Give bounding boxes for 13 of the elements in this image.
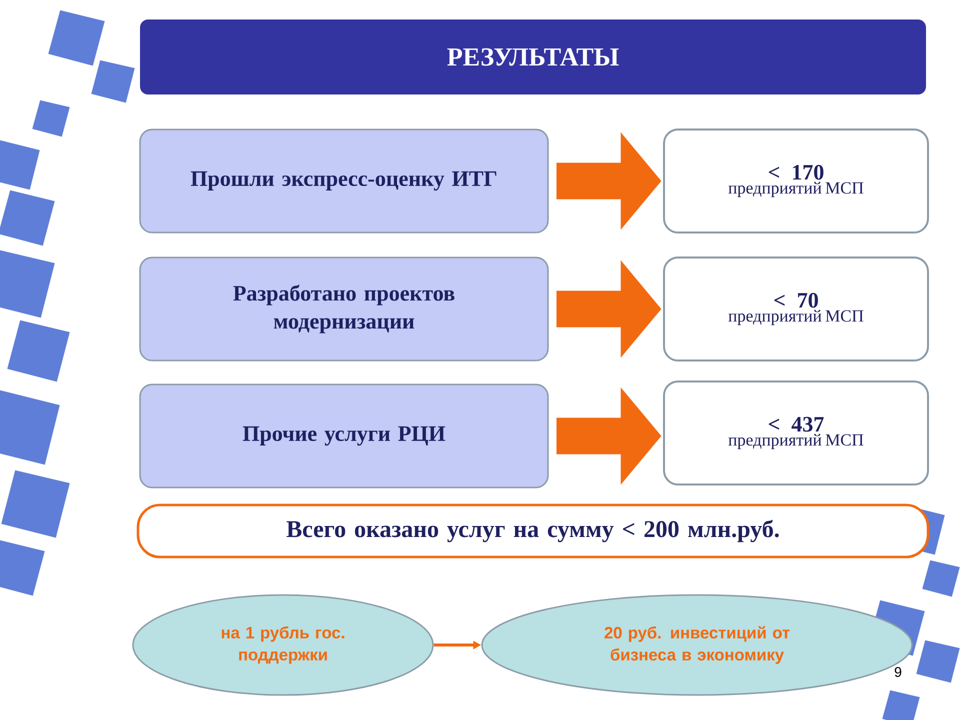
node-label: Всего оказано услуг на сумму < 200 млн.руб. <box>286 520 779 542</box>
block-arrow <box>556 132 662 230</box>
service-box: Разработано проектов модернизации <box>139 256 549 362</box>
total-banner: Всего оказано услуг на сумму < 200 млн.руб. <box>136 504 930 558</box>
page-number: 9 <box>894 667 902 677</box>
block-arrow <box>556 388 662 484</box>
service-box: Прочие услуги РЦИ <box>139 384 549 488</box>
result-box: < 437 предприятий МСП <box>663 380 929 486</box>
service-box: Прошли экспресс-оценку ИТГ <box>139 128 549 234</box>
result-box: < 70 предприятий МСП <box>663 256 929 362</box>
result-box: < 170 предприятий МСП <box>663 128 929 234</box>
title-band: РЕЗУЛЬТАТЫ <box>140 20 926 94</box>
block-arrow <box>556 260 662 358</box>
